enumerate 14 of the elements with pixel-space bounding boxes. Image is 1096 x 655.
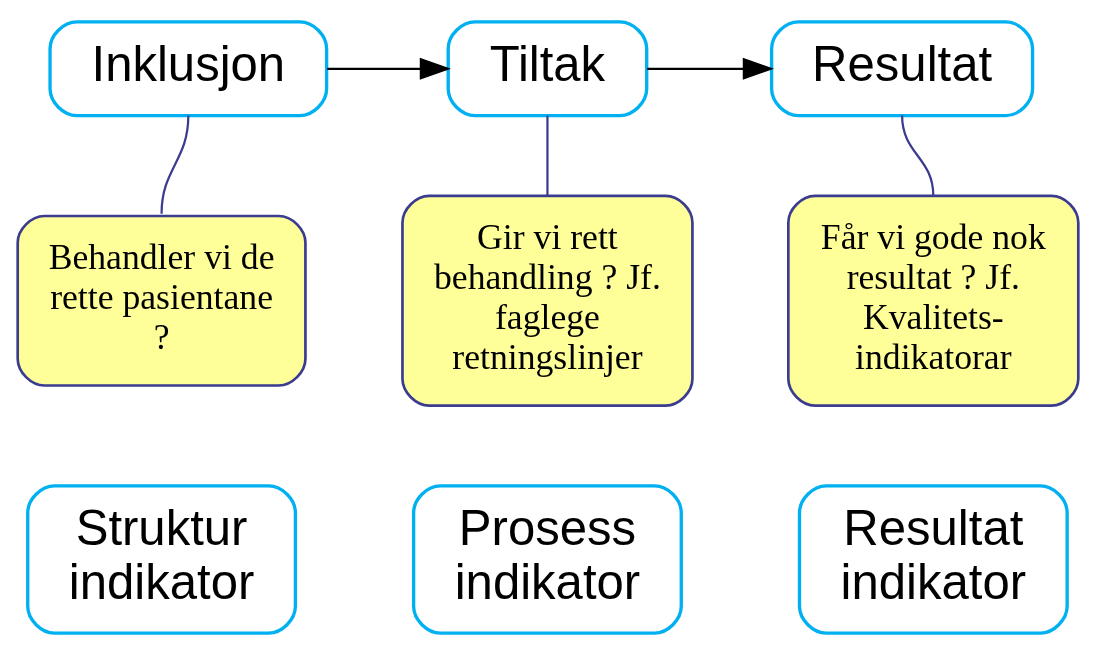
node-box: Får vi gode nok resultat ? Jf. Kvalitets- indikatorar <box>787 194 1080 407</box>
node-box: Resultat indikator <box>797 484 1069 635</box>
node-box: Resultat <box>769 20 1035 118</box>
node-box: Inklusjon <box>48 20 329 118</box>
node-box: Behandler vi de rette pasientane ? <box>16 214 307 387</box>
node-box: Tiltak <box>446 20 649 118</box>
connector <box>900 115 935 196</box>
connector <box>546 115 549 196</box>
arrow <box>647 57 775 80</box>
node-box: Struktur indikator <box>26 484 298 635</box>
node-box: Gir vi rett behandling ? Jf. faglege retningslinjer <box>401 194 694 407</box>
arrow <box>327 57 452 80</box>
node-box: Prosess indikator <box>411 484 683 635</box>
connector <box>160 115 190 214</box>
